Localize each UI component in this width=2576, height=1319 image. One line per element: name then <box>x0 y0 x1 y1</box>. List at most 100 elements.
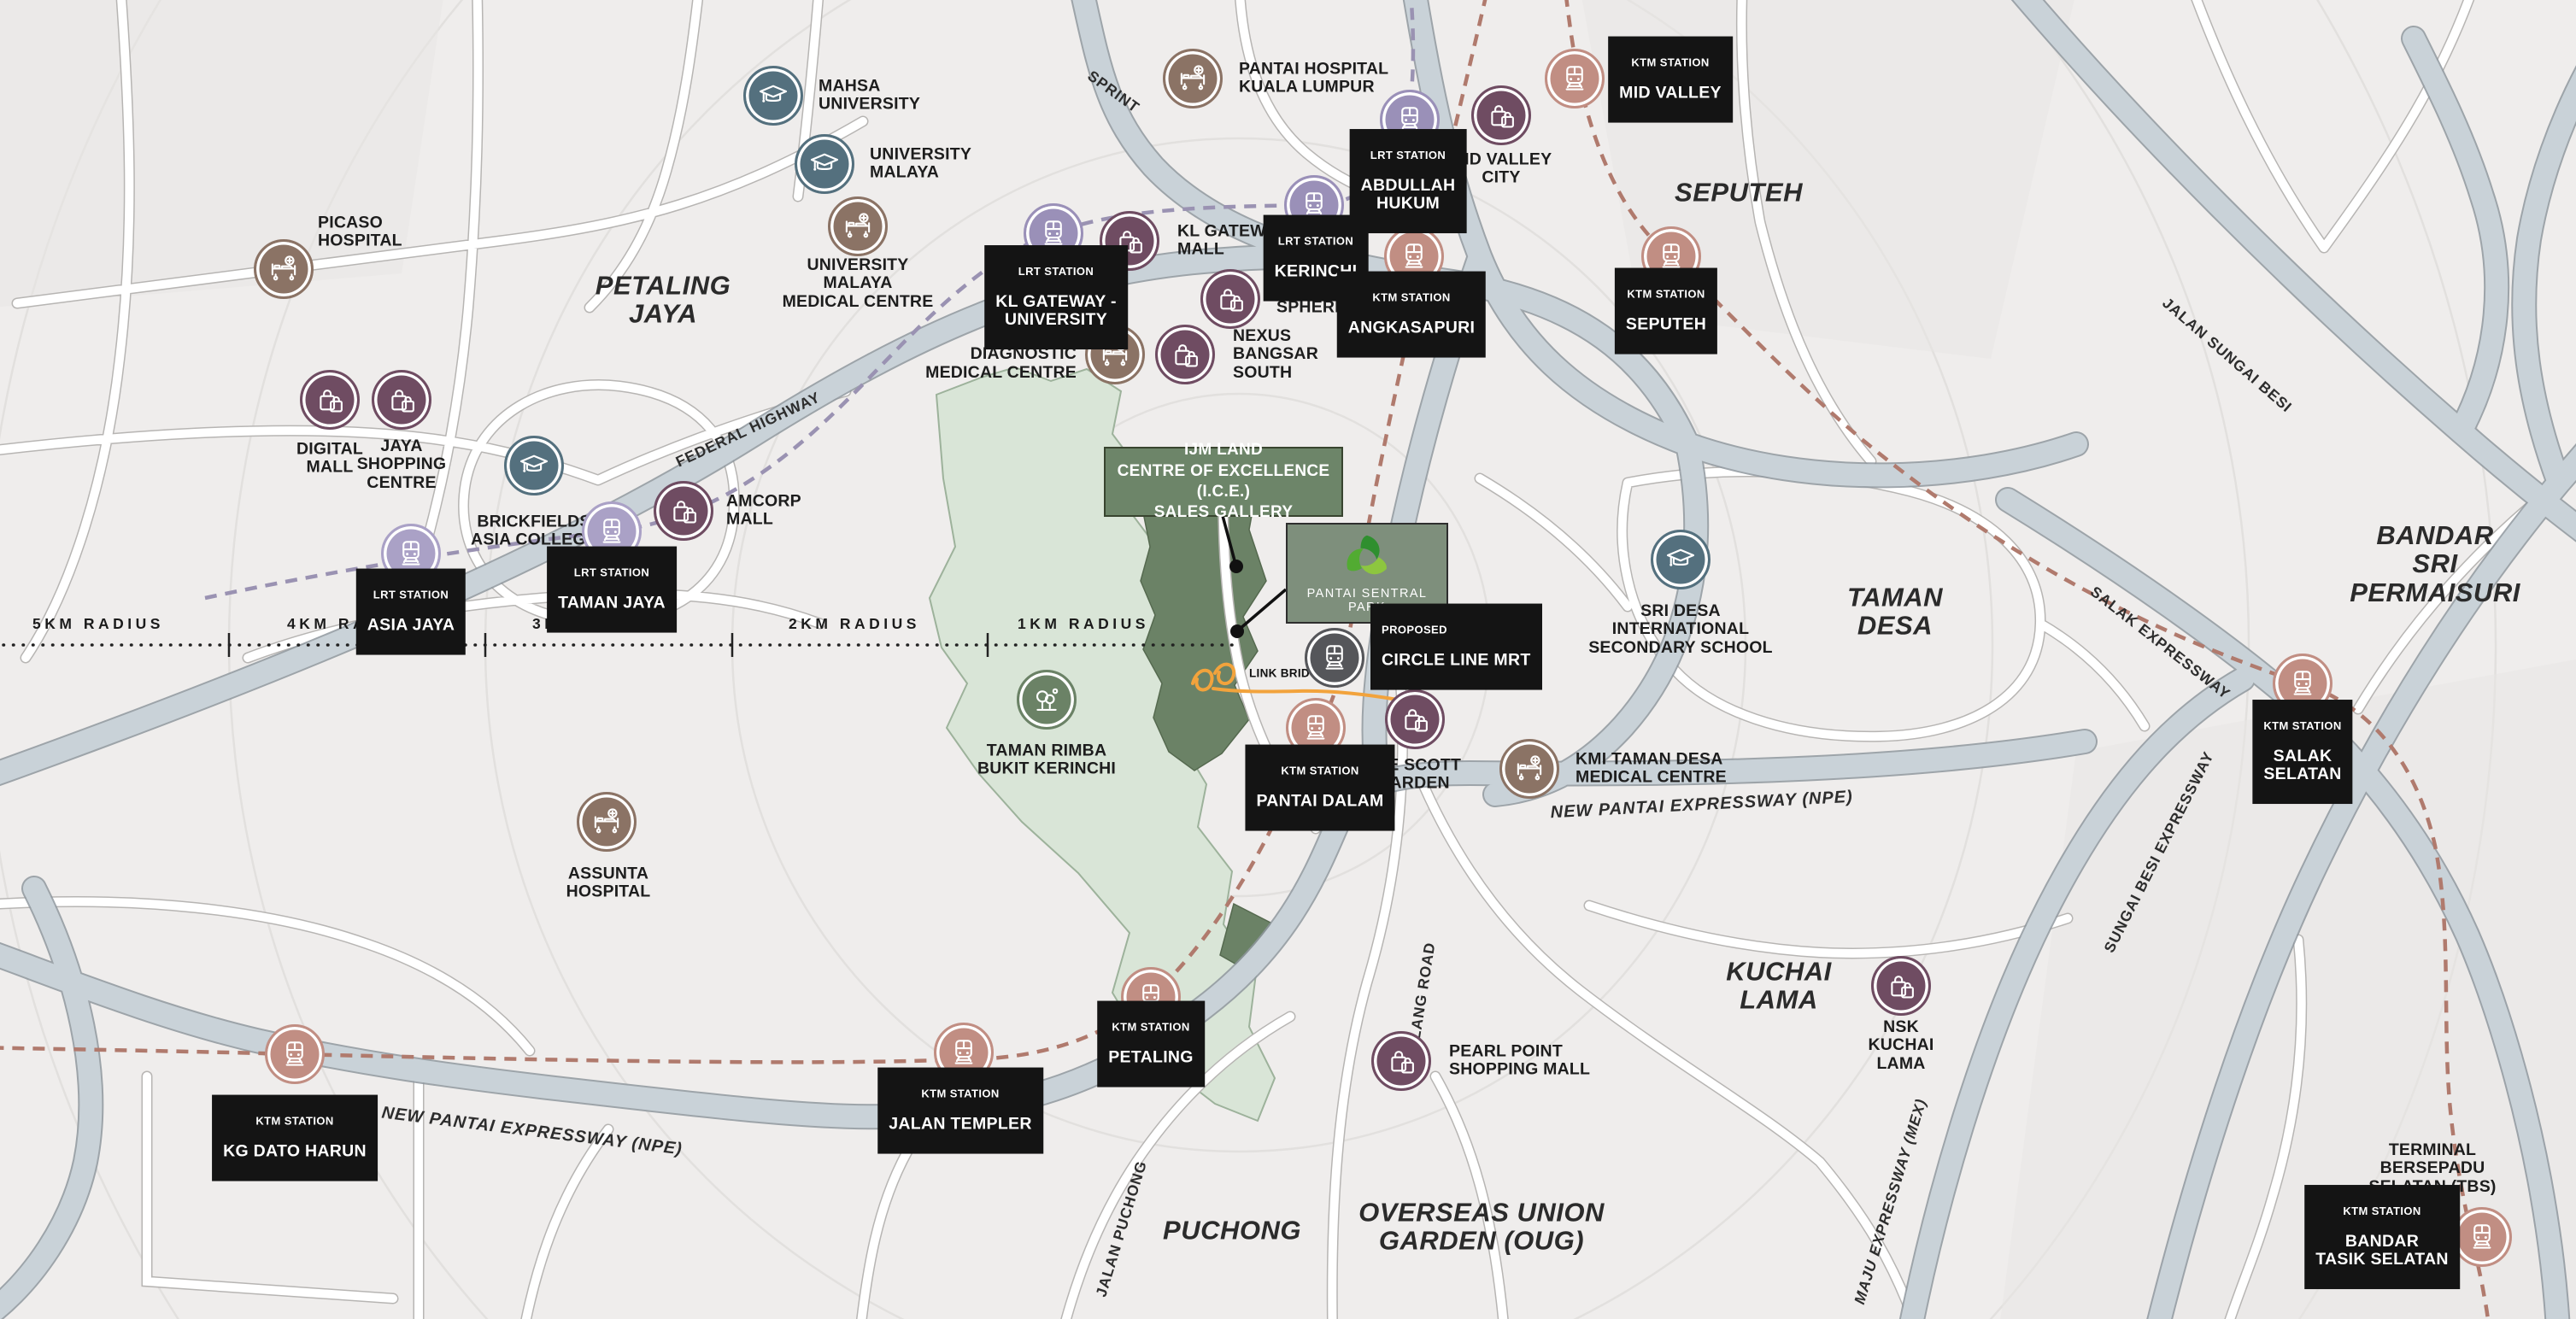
university-malaya-label: UNIVERSITY MALAYA <box>870 144 972 182</box>
area-label-bandar-sri-permaisuri: BANDAR SRI PERMAISURI <box>2350 519 2520 607</box>
sri-desa-school-label: SRI DESA INTERNATIONAL SECONDARY SCHOOL <box>1588 601 1773 657</box>
ktm-bandar-tasik-selatan-icon <box>2452 1207 2512 1267</box>
ktm-kg-dato-harun-badge: KTM STATION KG DATO HARUN <box>212 1094 378 1181</box>
proposed-circle-line-mrt-icon <box>1305 628 1364 688</box>
ice-line2: CENTRE OF EXCELLENCE (I.C.E.) <box>1117 461 1330 501</box>
road-label-npe-east: NEW PANTAI EXPRESSWAY (NPE) <box>1550 788 1853 823</box>
station-name: KG DATO HARUN <box>223 1141 367 1161</box>
nexus-bangsar-south-icon <box>1155 325 1215 384</box>
ktm-jalan-templer-badge: KTM STATION JALAN TEMPLER <box>877 1067 1043 1154</box>
ktm-seputeh-badge: KTM STATION SEPUTEH <box>1614 267 1718 355</box>
ktm-pantai-dalam-badge: KTM STATION PANTAI DALAM <box>1245 744 1395 831</box>
sri-desa-school-icon <box>1651 530 1710 589</box>
station-type: KTM STATION <box>255 1114 334 1128</box>
proposed-circle-line-mrt-badge: PROPOSED CIRCLE LINE MRT <box>1370 603 1542 690</box>
university-malaya-icon <box>795 134 854 194</box>
lrt-kl-gateway-university-badge: LRT STATION KL GATEWAY - UNIVERSITY <box>984 245 1128 349</box>
ktm-salak-selatan-badge: KTM STATION SALAK SELATAN <box>2252 700 2353 804</box>
lrt-asia-jaya-badge: LRT STATION ASIA JAYA <box>355 568 466 655</box>
ktm-rail-line-west <box>0 0 1488 1064</box>
mid-valley-city-icon <box>1471 85 1531 145</box>
brickfields-asia-college-label: BRICKFIELDS ASIA COLLEGE <box>471 512 597 549</box>
ktm-kg-dato-harun-icon <box>265 1024 325 1084</box>
station-name: PETALING <box>1108 1047 1194 1067</box>
amcorp-mall-label: AMCORP MALL <box>726 491 801 529</box>
lrt-taman-jaya-badge: LRT STATION TAMAN JAYA <box>547 546 677 633</box>
station-name: TAMAN JAYA <box>558 593 666 613</box>
kmi-taman-desa-icon <box>1499 739 1559 799</box>
area-label-oug: OVERSEAS UNION GARDEN (OUG) <box>1358 1197 1605 1256</box>
pearl-point-icon <box>1371 1031 1431 1091</box>
jaya-shopping-centre-icon <box>372 370 431 430</box>
picaso-hospital-icon <box>254 239 314 299</box>
amcorp-mall-icon <box>654 481 713 541</box>
station-type: KTM STATION <box>2343 1205 2421 1218</box>
ijm-ice-sales-gallery-box: IJM LAND CENTRE OF EXCELLENCE (I.C.E.) S… <box>1104 441 1343 521</box>
radius-label-5km: 5KM RADIUS <box>32 615 164 632</box>
ktm-bandar-tasik-selatan-badge: KTM STATION BANDAR TASIK SELATAN <box>2304 1185 2460 1289</box>
ice-line3: SALES GALLERY <box>1153 503 1294 522</box>
station-type: PROPOSED <box>1382 623 1447 636</box>
ktm-petaling-badge: KTM STATION PETALING <box>1097 1000 1205 1087</box>
area-label-puchong: PUCHONG <box>1163 1215 1301 1246</box>
jaya-shopping-centre-label: JAYA SHOPPING CENTRE <box>356 436 447 492</box>
station-type: KTM STATION <box>1372 290 1451 304</box>
station-type: LRT STATION <box>1370 149 1446 162</box>
ktm-mid-valley-icon <box>1545 49 1605 108</box>
taman-rimba-park-icon <box>1017 670 1077 730</box>
pantai-hospital-kl-label: PANTAI HOSPITAL KUALA LUMPUR <box>1239 59 1389 97</box>
pearl-point-label: PEARL POINT SHOPPING MALL <box>1449 1041 1591 1079</box>
brickfields-asia-college-icon <box>504 436 564 495</box>
road-label-jalan-sungai-besi: JALAN SUNGAI BESI <box>2159 294 2296 415</box>
station-name: PANTAI DALAM <box>1256 791 1384 811</box>
radius-label-2km: 2KM RADIUS <box>789 615 920 632</box>
pantai-hospital-kl-icon <box>1163 49 1223 108</box>
station-name: CIRCLE LINE MRT <box>1382 650 1531 670</box>
mahsa-university-label: MAHSA UNIVERSITY <box>819 76 921 114</box>
road-label-federal-highway: FEDERAL HIGHWAY <box>673 389 823 471</box>
assunta-hospital-icon <box>577 792 637 852</box>
lrt-abdullah-hukum-badge: LRT STATION ABDULLAH HUKUM <box>1349 129 1467 233</box>
station-name: ANGKASAPURI <box>1347 318 1476 337</box>
station-type: KTM STATION <box>921 1087 1000 1100</box>
station-type: KTM STATION <box>1631 56 1710 69</box>
mahsa-university-icon <box>743 66 803 126</box>
ktm-rail-line-east <box>1564 0 2491 1319</box>
station-name: KERINCHI <box>1274 261 1358 281</box>
station-type: LRT STATION <box>1018 265 1094 278</box>
ice-line1: IJM LAND <box>1183 441 1264 460</box>
taman-rimba-label: TAMAN RIMBA BUKIT KERINCHI <box>977 741 1117 778</box>
station-name: MID VALLEY <box>1619 83 1722 103</box>
digital-mall-icon <box>300 370 360 430</box>
station-name: KL GATEWAY - UNIVERSITY <box>995 291 1117 329</box>
station-name: ASIA JAYA <box>367 615 455 635</box>
nsk-kuchai-lama-label: NSK KUCHAI LAMA <box>1868 1017 1934 1073</box>
area-label-taman-desa: TAMAN DESA <box>1846 582 1944 641</box>
the-scott-garden-icon <box>1385 689 1445 749</box>
picaso-hospital-label: PICASO HOSPITAL <box>318 213 402 250</box>
ktm-mid-valley-badge: KTM STATION MID VALLEY <box>1608 36 1733 123</box>
station-type: LRT STATION <box>573 566 650 579</box>
station-type: LRT STATION <box>1277 234 1354 248</box>
link-bridge-path <box>1191 662 1399 701</box>
station-name: SEPUTEH <box>1625 314 1707 334</box>
station-name: ABDULLAH HUKUM <box>1360 175 1456 213</box>
nsk-kuchai-lama-icon <box>1871 956 1931 1016</box>
station-type: KTM STATION <box>1112 1020 1190 1034</box>
ummc-icon <box>828 196 888 256</box>
assunta-hospital-label: ASSUNTA HOSPITAL <box>566 864 651 901</box>
nexus-bangsar-south-label: NEXUS BANGSAR SOUTH <box>1233 325 1318 382</box>
station-name: BANDAR TASIK SELATAN <box>2315 1231 2449 1269</box>
callout-connectors <box>1220 512 1288 638</box>
station-type: LRT STATION <box>373 588 449 601</box>
station-type: KTM STATION <box>1627 287 1705 301</box>
station-name: SALAK SELATAN <box>2263 746 2342 783</box>
ktm-angkasapuri-badge: KTM STATION ANGKASAPURI <box>1336 271 1487 358</box>
digital-mall-label: DIGITAL MALL <box>296 439 363 477</box>
station-name: JALAN TEMPLER <box>889 1114 1032 1134</box>
area-label-kuchai-lama: KUCHAI LAMA <box>1726 956 1832 1015</box>
pantai-sentral-park-logo <box>1341 535 1390 580</box>
kmi-taman-desa-label: KMI TAMAN DESA MEDICAL CENTRE <box>1576 749 1727 787</box>
